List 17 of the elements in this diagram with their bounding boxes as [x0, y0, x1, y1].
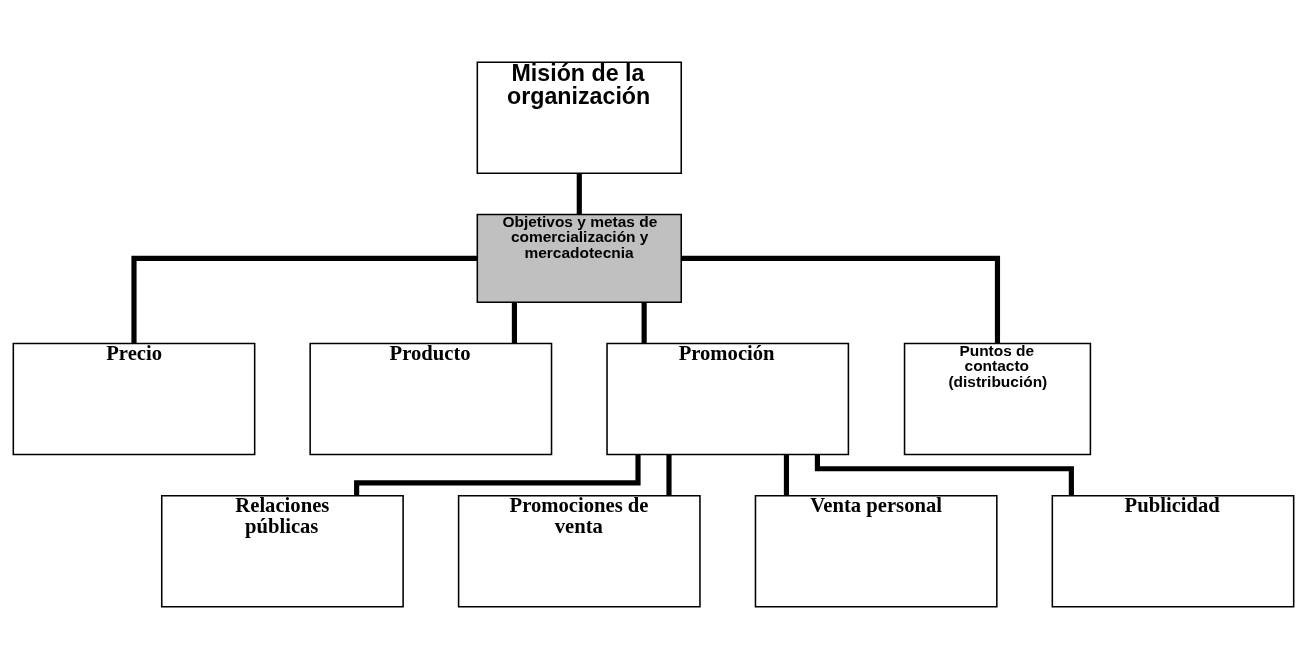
node-box: Puntos de contacto (distribución)	[903, 342, 1092, 455]
connector	[511, 302, 517, 343]
node-box: Venta personal	[754, 494, 998, 608]
node-box: Relaciones públicas	[160, 494, 404, 608]
node-box: Publicidad	[1051, 494, 1295, 608]
node-box: Promoción	[606, 342, 850, 455]
connector	[576, 172, 582, 214]
connector	[783, 454, 790, 495]
connector	[681, 255, 1001, 343]
node-box: Misión de la organización	[476, 60, 683, 174]
connector	[666, 454, 672, 495]
node-box: Promociones de venta	[457, 494, 701, 608]
node-box: Producto	[309, 342, 553, 455]
node-box: Precio	[12, 342, 256, 455]
connector	[131, 255, 478, 343]
connector	[641, 302, 647, 343]
node-box: Objetivos y metas de comercialización y mercadotecnia	[476, 213, 683, 303]
